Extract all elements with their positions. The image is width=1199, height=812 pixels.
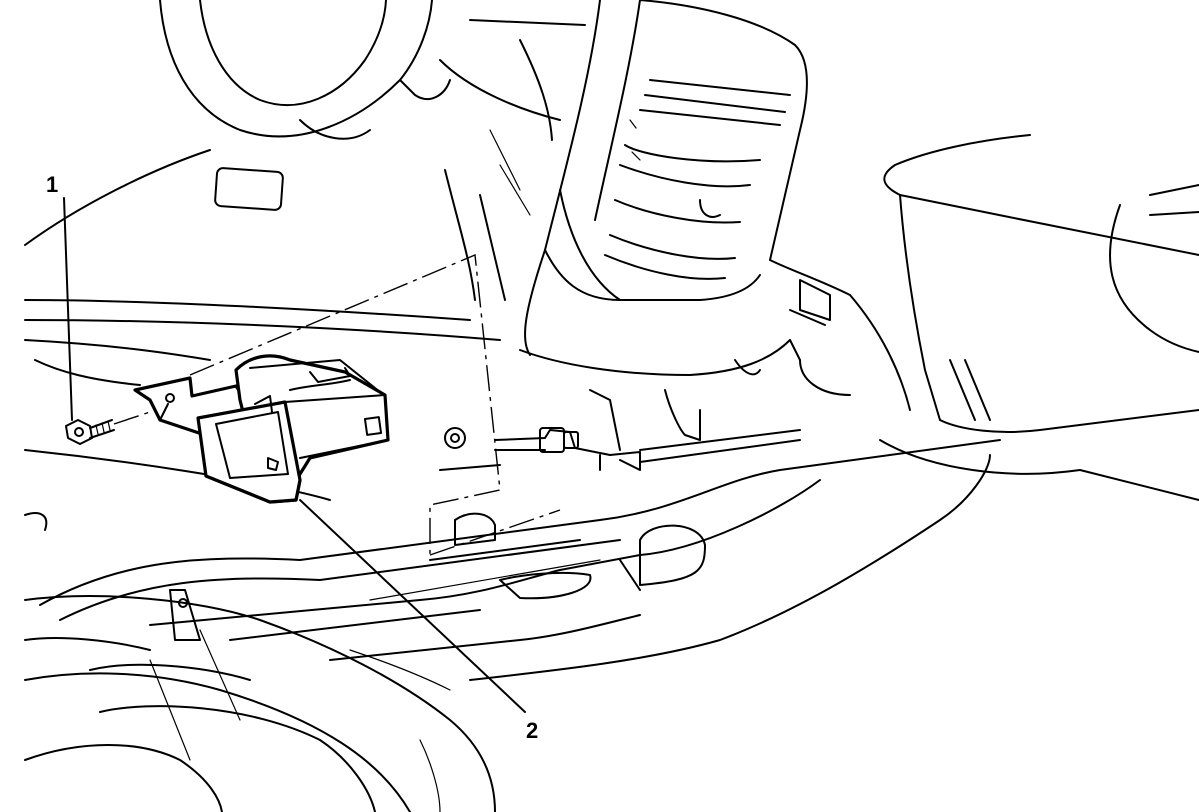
callout-2-label: 2 <box>526 718 538 743</box>
center-console <box>519 0 851 396</box>
shifter-linkage <box>444 389 801 471</box>
bolt <box>65 411 151 445</box>
floor-crossmember <box>24 439 1001 681</box>
right-dashboard <box>734 134 1199 501</box>
floor-bracket <box>169 589 201 641</box>
leader-1 <box>63 197 73 421</box>
leader-2 <box>299 499 526 713</box>
dashboard <box>24 19 586 386</box>
cutaway-inset <box>189 253 561 556</box>
callout-leaders <box>63 197 526 713</box>
air-duct <box>133 354 390 504</box>
callout-1-label: 1 <box>46 172 58 197</box>
steering-wheel <box>159 0 451 211</box>
seat <box>24 595 496 812</box>
vent-slot-left <box>214 167 284 211</box>
